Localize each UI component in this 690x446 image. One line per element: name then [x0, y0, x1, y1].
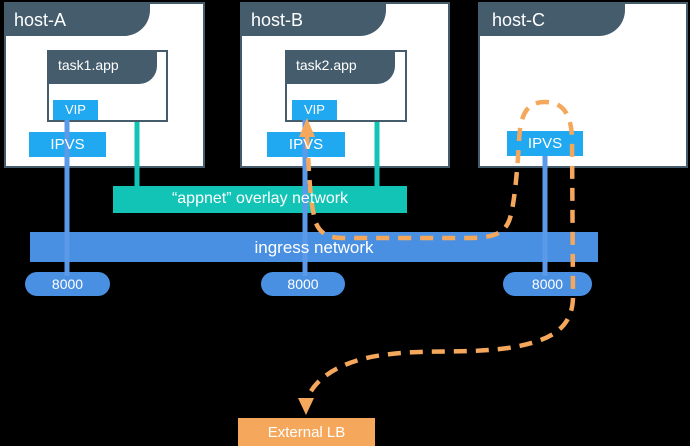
task1-tab	[47, 50, 157, 84]
task2-tab	[285, 50, 395, 84]
external-lb-label: External LB	[267, 424, 346, 441]
task2-label: task2.app	[296, 57, 357, 73]
port-8000-b-label: 8000	[287, 276, 319, 292]
port-8000-c-label: 8000	[531, 276, 564, 292]
host-a-label: host-A	[14, 10, 67, 30]
port-8000-a-label: 8000	[51, 276, 84, 292]
host-c-label: host-C	[492, 10, 546, 30]
vip-a-box	[53, 100, 98, 120]
vip-a-label: VIP	[65, 102, 86, 117]
host-b-tab	[240, 2, 386, 36]
task1-label: task1.app	[58, 57, 119, 73]
ingress-network-label: ingress network	[254, 238, 374, 257]
host-a-tab	[4, 2, 150, 36]
ipvs-a-label: IPVS	[50, 136, 85, 153]
arrowhead-into-external-lb	[298, 398, 314, 415]
host-b-label: host-B	[251, 10, 304, 30]
external-lb-box	[238, 418, 375, 446]
host-c-tab	[478, 2, 625, 36]
overlay-network-label: “appnet” overlay network	[171, 190, 349, 207]
vip-b-label: VIP	[304, 102, 325, 117]
ipvs-b-label: IPVS	[288, 136, 324, 153]
ipvs-c-label: IPVS	[527, 135, 563, 152]
port-8000-host-a	[25, 272, 110, 296]
